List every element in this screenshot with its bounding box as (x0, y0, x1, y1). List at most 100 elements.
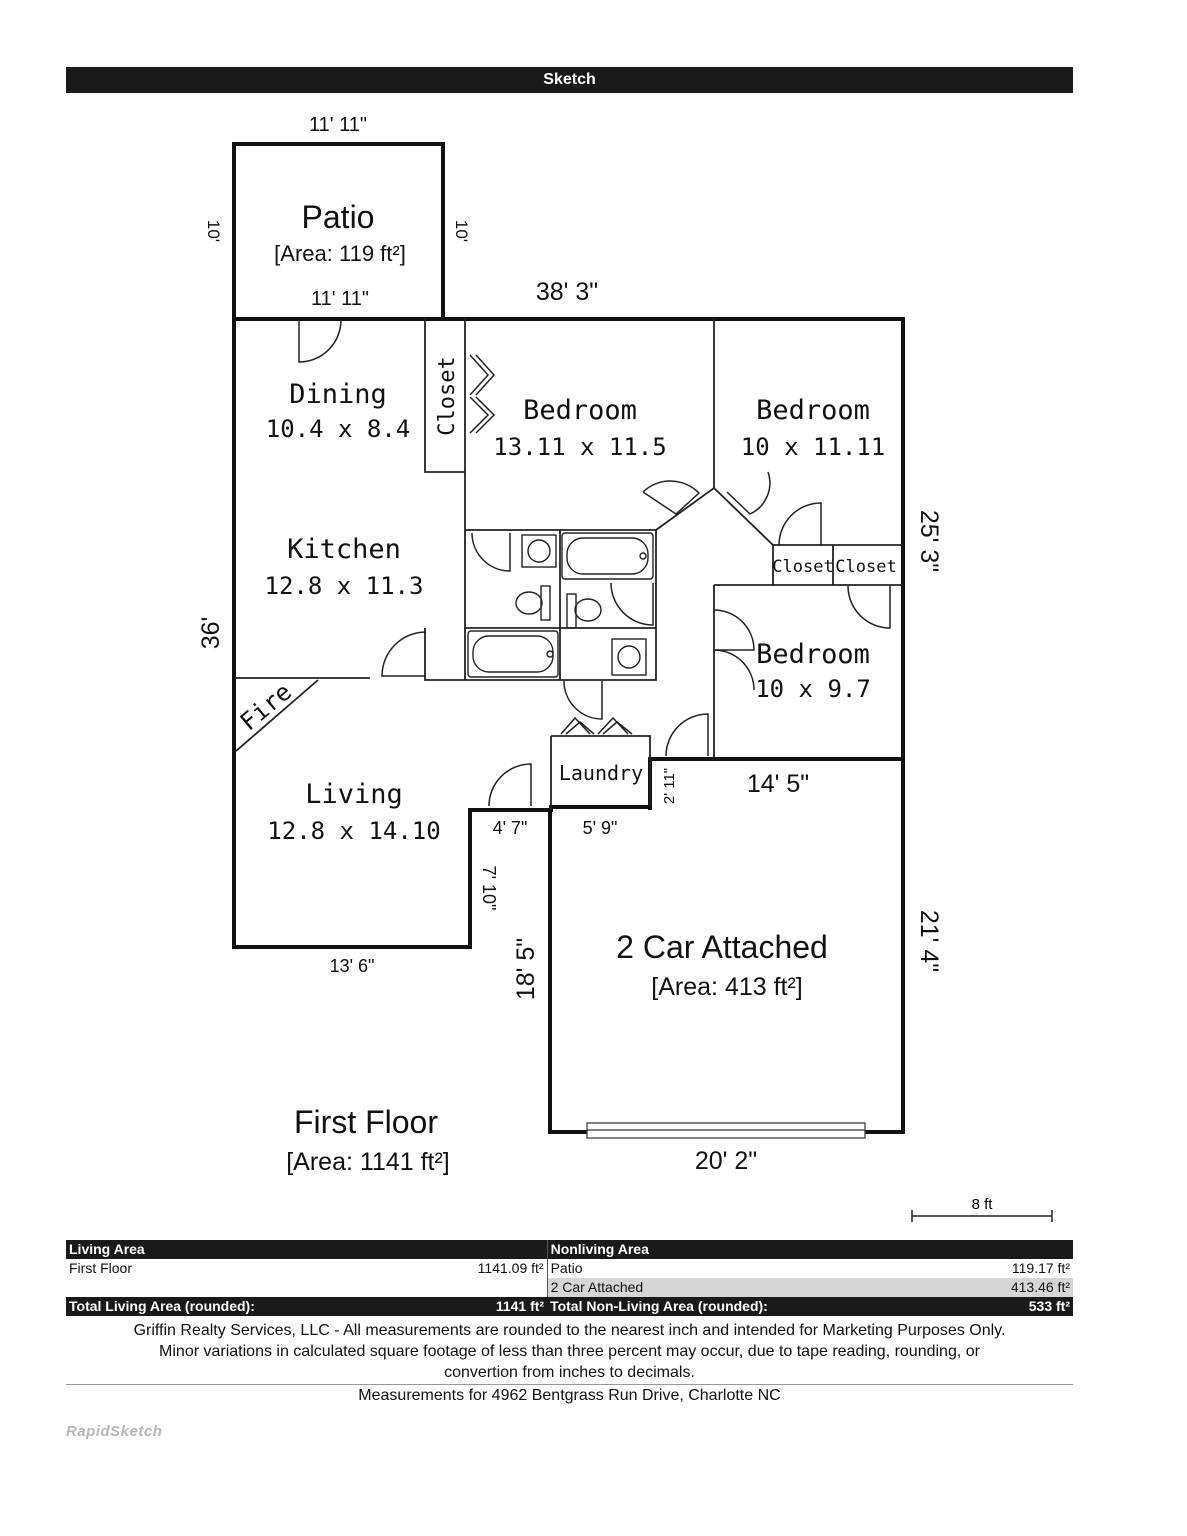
laundry-box (551, 735, 651, 807)
dim-garage-right: 21' 4" (915, 910, 943, 972)
bedroom3-size: 10 x 9.7 (755, 675, 871, 703)
door-bath2 (610, 582, 654, 626)
dim-house-top: 38' 3" (536, 278, 598, 306)
closet-a-label: Closet (772, 557, 833, 577)
nonliving-area-header: Nonliving Area (547, 1240, 1073, 1259)
scale-bar (911, 1210, 1053, 1222)
door-bath1 (471, 532, 511, 572)
bedroom1-name: Bedroom (523, 395, 637, 426)
bifold-laundry-1 (560, 716, 591, 735)
bifold-laundry-2 (565, 721, 595, 735)
bathtub-2 (467, 630, 559, 678)
door-kitchen (381, 631, 427, 677)
dining-size: 10.4 x 8.4 (266, 415, 411, 443)
living-value-cell: 1141.09 ft² (415, 1259, 548, 1278)
table-row: 2 Car Attached 413.46 ft² (66, 1278, 1073, 1297)
dim-patio-left: 10' (204, 220, 223, 242)
door-bedroom2 (726, 471, 771, 515)
total-living-label: Total Living Area (rounded): (66, 1297, 416, 1316)
table-row: First Floor 1141.09 ft² Patio 119.17 ft² (66, 1259, 1073, 1278)
garage-name: 2 Car Attached (616, 929, 828, 965)
closet-walls (424, 319, 465, 473)
disclaimer-line: convertion from inches to decimals. (444, 1364, 695, 1381)
living-size: 12.8 x 14.10 (267, 817, 440, 845)
bifold-laundry-4 (602, 721, 633, 735)
door-closet-a (778, 502, 822, 546)
nonliving-value-cell: 413.46 ft² (954, 1278, 1073, 1297)
door-closet-b (847, 585, 891, 629)
dining-name: Dining (289, 379, 387, 410)
bifold-closet-1 (469, 354, 490, 396)
dim-living-bottom: 13' 6" (330, 956, 375, 976)
living-area-header: Living Area (66, 1240, 548, 1259)
dim-patio-top: 11' 11" (309, 114, 367, 136)
living-name: Living (305, 779, 403, 810)
bifold-laundry-3 (597, 716, 629, 735)
dim-house-left: 36' (197, 617, 225, 650)
floor-plan: 8 ft Patio [Area: 119 ft²] Dining 10.4 x… (197, 114, 1053, 1222)
dim-patio-right: 10' (452, 220, 471, 242)
garage-area: [Area: 413 ft²] (651, 973, 802, 1001)
toilet-1 (515, 585, 551, 621)
sketch-header: Sketch (66, 67, 1073, 93)
address-line: Measurements for 4962 Bentgrass Run Driv… (358, 1387, 781, 1404)
fireplace-line (235, 679, 319, 752)
door-dining (298, 319, 342, 363)
total-nonliving-label: Total Non-Living Area (rounded): (547, 1297, 955, 1316)
dim-house-right: 25' 3" (915, 510, 943, 572)
rapidsketch-logo: RapidSketch (66, 1423, 163, 1440)
sink-1 (521, 534, 557, 568)
total-living-value: 1141 ft² (415, 1297, 548, 1316)
sink-2 (611, 638, 647, 676)
disclaimer-line: Minor variations in calculated square fo… (159, 1343, 980, 1360)
total-nonliving-value: 533 ft² (954, 1297, 1073, 1316)
living-value-cell (415, 1278, 548, 1297)
floor-area: [Area: 1141 ft²] (286, 1148, 450, 1176)
disclaimer: Griffin Realty Services, LLC - All measu… (66, 1320, 1073, 1383)
door-bedroom3-b (713, 649, 755, 691)
bifold-closet-3 (469, 396, 490, 434)
bedroom3-walls (713, 584, 773, 757)
bedroom2-size: 10 x 11.11 (741, 433, 886, 461)
area-table-totals: Total Living Area (rounded): 1141 ft² To… (66, 1297, 1073, 1316)
dim-garage-bottom: 20' 2" (695, 1147, 757, 1175)
bathtub-1 (561, 532, 654, 580)
floor-name: First Floor (294, 1104, 438, 1140)
garage-door (586, 1122, 866, 1139)
bedroom2-name: Bedroom (756, 395, 870, 426)
door-hall (563, 680, 603, 720)
toilet-2 (566, 593, 602, 629)
kitchen-name: Kitchen (287, 534, 401, 565)
hall-wedge (655, 486, 774, 546)
nonliving-name-cell: Patio (550, 1260, 583, 1276)
area-table-header: Living Area Nonliving Area (66, 1240, 1073, 1259)
bedroom1-size: 13.11 x 11.5 (493, 433, 666, 461)
living-name-cell (66, 1278, 415, 1297)
door-bedroom3 (713, 609, 755, 651)
patio-area: [Area: 119 ft²] (274, 241, 406, 266)
dim-step-vertical: 7' 10" (479, 866, 499, 911)
bifold-closet-2 (475, 354, 496, 396)
dim-step-b: 5' 9" (583, 818, 618, 838)
door-laundry-hall (665, 713, 709, 757)
nonliving-value-cell: 119.17 ft² (1011, 1260, 1070, 1276)
door-bedroom1 (642, 480, 701, 515)
living-name-cell: First Floor (69, 1260, 132, 1276)
disclaimer-line: Griffin Realty Services, LLC - All measu… (133, 1322, 1006, 1339)
kitchen-pantry (424, 628, 465, 681)
dim-garage-left: 18' 5" (512, 938, 540, 1000)
laundry-label: Laundry (559, 761, 643, 785)
closet-b-label: Closet (835, 557, 896, 577)
closet-main-label: Closet (435, 356, 460, 435)
door-garage (488, 763, 532, 807)
kitchen-size: 12.8 x 11.3 (265, 572, 424, 600)
nonliving-name-cell: 2 Car Attached (547, 1278, 955, 1297)
dim-garage-top: 14' 5" (747, 770, 809, 798)
divider (66, 1384, 1073, 1385)
bifold-closet-4 (475, 396, 496, 434)
dim-patio-bottom: 11' 11" (311, 288, 369, 310)
dim-step-a: 4' 7" (493, 818, 528, 838)
scale-label: 8 ft (972, 1196, 994, 1213)
bedroom3-name: Bedroom (756, 639, 870, 670)
area-table: Living Area Nonliving Area First Floor 1… (66, 1240, 1073, 1316)
